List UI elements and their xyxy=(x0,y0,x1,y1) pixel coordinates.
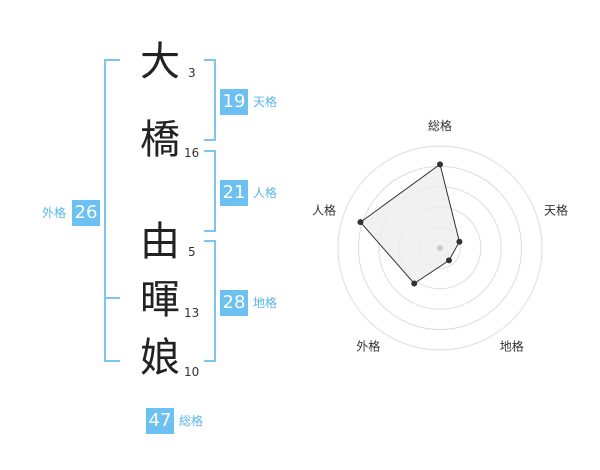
chikaku-label: 地格 xyxy=(253,296,278,310)
soukaku-badge: 47 xyxy=(146,408,174,434)
gaikaku-bracket-tick xyxy=(104,297,120,299)
gaikaku-badge: 26 xyxy=(72,200,100,226)
gaikaku-bracket xyxy=(104,59,120,362)
radar-points xyxy=(357,161,463,287)
stroke-count-2: 16 xyxy=(184,146,200,160)
jinkaku-badge: 21 xyxy=(220,180,248,206)
radar-point-1 xyxy=(456,238,463,245)
stroke-count-1: 3 xyxy=(188,66,196,80)
stroke-count-5: 10 xyxy=(184,365,200,379)
chikaku-bracket xyxy=(204,240,216,362)
stroke-count-4: 13 xyxy=(184,306,200,320)
radar-axis-label-4: 人格 xyxy=(312,202,336,217)
radar-axis-label-2: 地格 xyxy=(500,339,524,354)
radar-axis-label-3: 外格 xyxy=(356,339,380,354)
radar-area xyxy=(359,163,460,285)
chikaku-badge: 28 xyxy=(220,290,248,316)
radar-point-2 xyxy=(445,257,452,264)
tenkaku-badge: 19 xyxy=(220,89,248,115)
name-char-3: 由 xyxy=(140,219,180,265)
radar-point-0 xyxy=(437,161,443,168)
name-char-2: 橋 xyxy=(140,117,180,163)
tenkaku-bracket xyxy=(204,59,216,141)
radar-axis-label-0: 総格 xyxy=(428,118,452,133)
radar-ring xyxy=(337,145,543,351)
radar-center-dot xyxy=(437,245,443,251)
jinkaku-label: 人格 xyxy=(253,186,278,200)
name-char-4: 暉 xyxy=(140,277,180,323)
gaikaku-label: 外格 xyxy=(42,206,67,220)
radar-axis-label-1: 天格 xyxy=(544,202,568,217)
soukaku-label: 総格 xyxy=(179,414,204,428)
stroke-count-3: 5 xyxy=(188,245,196,259)
name-char-5: 娘 xyxy=(140,335,180,381)
name-char-1: 大 xyxy=(140,39,180,85)
jinkaku-bracket xyxy=(204,150,216,232)
radar-point-3 xyxy=(411,280,418,287)
tenkaku-label: 天格 xyxy=(253,95,278,109)
radar-point-4 xyxy=(357,219,364,226)
